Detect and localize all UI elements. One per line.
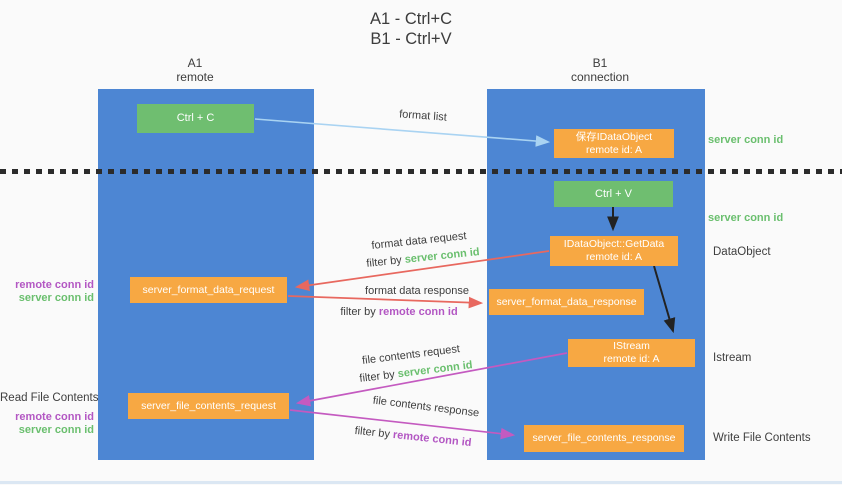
format-data-response-label: format data response bbox=[365, 285, 469, 297]
diagram-title: A1 - Ctrl+C B1 - Ctrl+V bbox=[296, 9, 526, 49]
title-line-ctrl-c: A1 - Ctrl+C bbox=[369, 10, 453, 28]
title-line-ctrl-v: B1 - Ctrl+V bbox=[370, 30, 452, 48]
save-idataobject-line1: 保存IDataObject bbox=[575, 130, 653, 143]
ctrl-v-box: Ctrl + V bbox=[554, 181, 673, 207]
dataobject-label: DataObject bbox=[713, 246, 771, 258]
ctrl-c-box: Ctrl + C bbox=[137, 104, 254, 133]
filter-by-text: filter by bbox=[340, 306, 376, 318]
ctrl-c-label: Ctrl + C bbox=[176, 112, 215, 124]
idataobject-getdata-box: IDataObject::GetData remote id: A bbox=[550, 236, 678, 266]
write-file-contents-label: Write File Contents bbox=[713, 432, 811, 444]
server-file-contents-response-label: server_file_contents_response bbox=[532, 432, 676, 444]
remote-conn-id-keyword: remote conn id bbox=[378, 306, 458, 318]
arrow-format-list bbox=[254, 118, 551, 147]
column-b-header: B1 connection bbox=[540, 56, 660, 84]
server-format-data-response-box: server_format_data_response bbox=[489, 289, 644, 315]
arrow-file-contents-response bbox=[289, 409, 516, 440]
server-conn-id-label-top-right: server conn id bbox=[708, 134, 784, 146]
server-file-contents-request-box: server_file_contents_request bbox=[128, 393, 289, 419]
column-a-id: A1 bbox=[187, 56, 203, 70]
server-conn-id-label-mid-right: server conn id bbox=[708, 212, 784, 224]
arrow-getdata-to-istream bbox=[653, 265, 676, 334]
arrow-file-contents-request bbox=[295, 352, 568, 407]
server-format-data-request-box: server_format_data_request bbox=[130, 277, 287, 303]
arrow-format-data-response bbox=[287, 295, 484, 309]
remote-conn-id-label-left-2: remote conn id bbox=[15, 411, 94, 423]
filter-by-remote-conn-id-label-top: filter by remote conn id bbox=[340, 306, 457, 318]
server-format-data-request-label: server_format_data_request bbox=[142, 283, 275, 296]
phase-divider-dotted-line bbox=[0, 169, 842, 174]
server-file-contents-request-label: server_file_contents_request bbox=[141, 399, 276, 412]
save-idataobject-box: 保存IDataObject remote id: A bbox=[554, 129, 674, 158]
istream-side-label: Istream bbox=[713, 352, 752, 364]
column-a-header: A1 remote bbox=[135, 56, 255, 84]
istream-line1: IStream bbox=[613, 340, 650, 352]
bottom-edge-line bbox=[0, 481, 842, 484]
save-idataobject-line2: remote id: A bbox=[585, 143, 643, 156]
server-format-data-response-label: server_format_data_response bbox=[496, 295, 637, 308]
getdata-line1: IDataObject::GetData bbox=[563, 238, 665, 250]
server-conn-id-label-left-2: server conn id bbox=[18, 424, 94, 436]
getdata-line2: remote id: A bbox=[585, 251, 643, 263]
column-a-name: remote bbox=[176, 70, 214, 84]
column-b-name: connection bbox=[570, 70, 630, 84]
ctrl-v-label: Ctrl + V bbox=[595, 187, 632, 200]
read-file-contents-label: Read File Contents bbox=[0, 392, 99, 404]
istream-line2: remote id: A bbox=[603, 353, 660, 365]
istream-box: IStream remote id: A bbox=[568, 339, 695, 367]
remote-conn-id-label-left-1: remote conn id bbox=[15, 279, 94, 291]
server-conn-id-label-left-1: server conn id bbox=[18, 292, 94, 304]
server-file-contents-response-box: server_file_contents_response bbox=[524, 425, 684, 452]
arrow-format-data-request bbox=[294, 250, 550, 291]
column-b-id: B1 bbox=[592, 56, 608, 70]
